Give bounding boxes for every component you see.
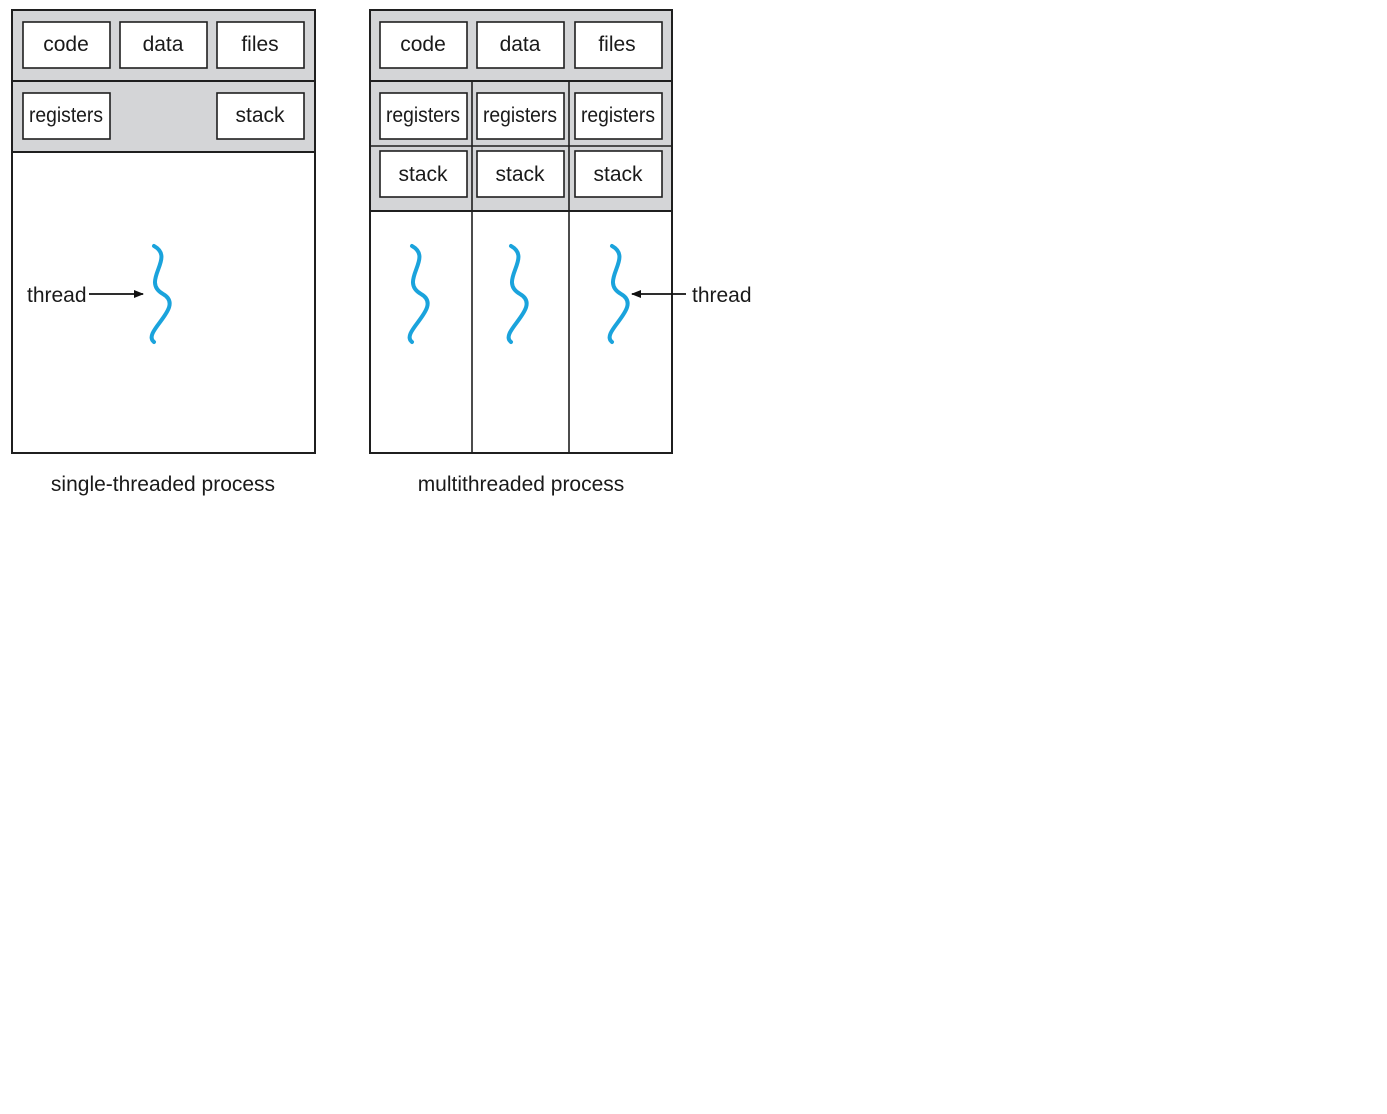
single-data-label: data [143, 33, 184, 56]
single-files-box [216, 21, 305, 69]
multi-code-box [379, 21, 468, 69]
single-caption: single-threaded process [51, 473, 275, 496]
single-thread-label: thread [27, 284, 87, 307]
wavy-thread-icon [506, 244, 529, 344]
multi-thread1-stack-box [379, 150, 468, 198]
multi-thread1-stack-label: stack [398, 163, 448, 186]
multi-thread1-registers-label: registers [386, 104, 460, 127]
threading-diagram: code data files registers stack thread s… [0, 0, 760, 500]
single-stack-box [216, 92, 305, 140]
multi-thread2-stack-box [476, 150, 565, 198]
multi-thread3-registers-box [574, 92, 663, 140]
multi-thread3-registers-label: registers [581, 104, 655, 127]
multi-files-label: files [598, 33, 635, 56]
multi-caption: multithreaded process [418, 473, 625, 496]
single-code-box [22, 21, 111, 69]
multi-thread-label: thread [692, 284, 752, 307]
single-data-box [119, 21, 208, 69]
single-code-label: code [43, 33, 89, 56]
diagram-svg: code data files registers stack thread s… [11, 9, 752, 496]
multi-data-box [476, 21, 565, 69]
multi-thread3-stack-box [574, 150, 663, 198]
multi-code-label: code [400, 33, 446, 56]
single-files-label: files [241, 33, 278, 56]
wavy-thread-icon [407, 244, 430, 344]
multi-thread2-stack-label: stack [495, 163, 545, 186]
single-registers-box [22, 92, 111, 140]
multi-thread2-registers-box [476, 92, 565, 140]
multi-thread3-stack-label: stack [593, 163, 643, 186]
multi-thread1-registers-box [379, 92, 468, 140]
single-threaded-process: code data files registers stack thread s… [11, 9, 316, 496]
single-stack-label: stack [235, 104, 285, 127]
wavy-thread-icon [149, 244, 172, 344]
multi-data-label: data [500, 33, 541, 56]
wavy-thread-icon [607, 244, 630, 344]
single-registers-label: registers [29, 104, 103, 127]
multi-files-box [574, 21, 663, 69]
multithreaded-process: code data files registers stack register… [369, 9, 752, 496]
multi-thread2-registers-label: registers [483, 104, 557, 127]
